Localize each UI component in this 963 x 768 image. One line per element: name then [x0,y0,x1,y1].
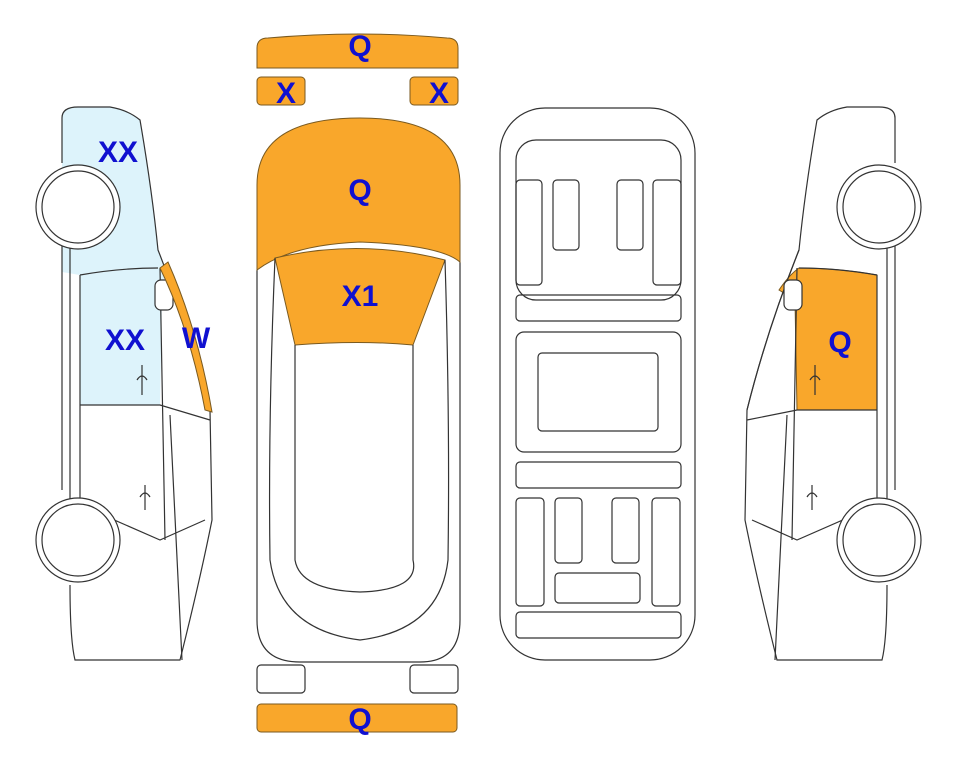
label-headlight-right: X [429,77,449,110]
taillight-left [256,664,306,694]
label-headlight-left: X [276,77,296,110]
label-hood: Q [348,174,371,207]
rear-bumper-damage[interactable] [256,703,458,733]
label-rear-bumper: Q [348,703,371,736]
label-left-a-pillar: W [182,322,211,355]
underbody-view [499,107,696,661]
front-wheel [836,164,922,250]
rear-wheel [836,497,922,583]
left-a-pillar-damage[interactable] [159,261,213,413]
label-front-bumper: Q [348,30,371,63]
top-view: Q X X Q X1 Q [256,30,461,736]
hood-damage[interactable] [256,117,461,272]
label-right-front-door: Q [828,326,851,359]
label-left-front-fender: XX [98,136,138,169]
front-wheel [35,164,121,250]
rear-wheel [35,497,121,583]
taillight-right [409,664,459,694]
side-mirror [783,279,803,311]
windshield-damage[interactable] [274,248,446,346]
front-bumper-damage[interactable] [256,33,459,69]
left-side-view: XX XX W [35,106,213,661]
right-side-view: Q [744,106,922,661]
headlight-left-damage[interactable] [256,76,306,106]
headlight-right-damage[interactable] [409,76,459,106]
label-left-front-door: XX [105,324,145,357]
label-windshield: X1 [342,280,379,313]
